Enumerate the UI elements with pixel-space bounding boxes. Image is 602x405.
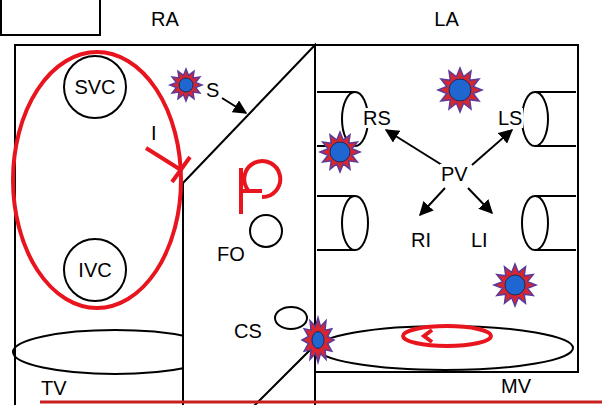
chamber-box: RASVCIVC — [15, 45, 315, 405]
vessel-label: RS — [362, 108, 392, 128]
right-atrium-outline — [15, 45, 315, 405]
trigger-star — [320, 132, 360, 172]
vessel-label: IVC — [78, 260, 111, 280]
ablation-lines — [13, 52, 491, 346]
trigger-star — [302, 318, 334, 363]
valve-label: MV — [500, 376, 532, 396]
fossa-ovalis — [250, 215, 282, 247]
vessel-label: RI — [410, 230, 432, 250]
vessel-label: S — [205, 80, 220, 100]
chamber-label: RA — [15, 9, 315, 29]
bottom-rule — [40, 401, 602, 404]
trigger-star — [494, 264, 536, 306]
vessel-label: SVC — [74, 77, 115, 97]
corner-frame — [1, 0, 100, 35]
trigger-stars — [170, 68, 536, 362]
atrial-septum — [183, 45, 315, 405]
structure-label: CS — [233, 321, 263, 341]
coronary-sinus — [275, 307, 307, 329]
vessel-label: LS — [497, 108, 523, 128]
vena-cava-circle: SVC — [63, 55, 127, 119]
line-label: I — [150, 123, 158, 143]
trigger-star — [438, 68, 482, 112]
pointer-arrows — [222, 98, 512, 215]
left-atrium-outline — [315, 45, 578, 372]
structure-label: FO — [216, 244, 246, 264]
vessel-label: PV — [440, 164, 469, 184]
chamber-box: LA — [315, 45, 578, 372]
vessel-label: LI — [470, 230, 489, 250]
vena-cava-circle: IVC — [63, 238, 127, 302]
mitral-valve — [317, 326, 573, 370]
pulmonary-veins — [317, 92, 576, 250]
chamber-label: LA — [315, 9, 578, 29]
trigger-star — [170, 69, 202, 101]
valve-label: TV — [40, 378, 68, 398]
